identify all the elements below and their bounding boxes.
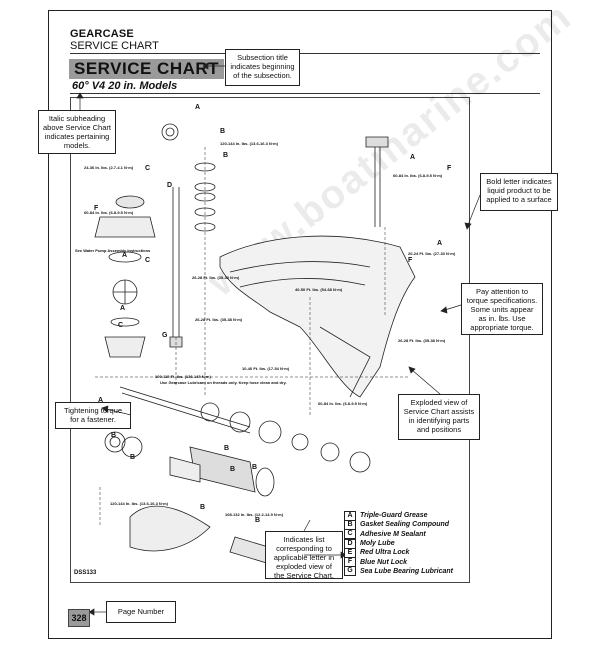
legend-label: Gasket Sealing Compound — [360, 521, 450, 529]
legend-label: Red Ultra Lock — [360, 549, 410, 557]
subheading-rule — [70, 93, 540, 94]
legend-label: Triple-Guard Grease — [360, 512, 428, 520]
svg-text:100-115 Ft. lbs. (136-145 N·m): 100-115 Ft. lbs. (136-145 N·m) — [155, 374, 211, 379]
svg-text:B: B — [111, 432, 116, 439]
callout-tightening-torque: Tightening torque for a fastener. — [55, 402, 131, 429]
svg-text:108-132 In. lbs. (12.2-14.9 N·: 108-132 In. lbs. (12.2-14.9 N·m) — [225, 512, 284, 517]
svg-text:A: A — [195, 104, 200, 111]
svg-text:26-28 Ft. lbs. (35-38 N·m): 26-28 Ft. lbs. (35-38 N·m) — [192, 275, 240, 280]
chapter-header: SERVICE CHART — [70, 40, 159, 52]
callout-bold-letter: Bold letter indicates liquid product to … — [480, 173, 558, 211]
svg-text:26-28 Ft. lbs. (35-38 N·m): 26-28 Ft. lbs. (35-38 N·m) — [195, 317, 243, 322]
svg-text:60-84 In. lbs. (6.8-9.5 N·m): 60-84 In. lbs. (6.8-9.5 N·m) — [393, 173, 443, 178]
page-number: 328 — [68, 609, 90, 627]
svg-text:F: F — [94, 205, 99, 212]
svg-text:F: F — [408, 257, 413, 264]
callout-subsection-title: Subsection title indicates beginning of … — [225, 49, 300, 86]
svg-text:G: G — [162, 332, 168, 339]
section-header: GEARCASE — [70, 28, 134, 40]
svg-text:40-50 Ft. lbs. (54-68 N·m): 40-50 Ft. lbs. (54-68 N·m) — [295, 287, 343, 292]
figure-id: DSS133 — [74, 570, 97, 576]
svg-text:B: B — [230, 466, 235, 473]
header-rule — [70, 53, 540, 54]
svg-text:A: A — [410, 154, 415, 161]
svg-text:B: B — [200, 504, 205, 511]
svg-text:120-144 In. lbs. (13.6-16.3 N·: 120-144 In. lbs. (13.6-16.3 N·m) — [220, 141, 279, 146]
svg-text:A: A — [437, 240, 442, 247]
service-chart-title: SERVICE CHART — [69, 59, 225, 79]
svg-text:A: A — [98, 397, 103, 404]
model-subheading: 60° V4 20 in. Models — [72, 80, 178, 92]
svg-text:Use Gearcase Lubricant on thre: Use Gearcase Lubricant on threads only. … — [160, 380, 287, 385]
svg-text:C: C — [118, 322, 123, 329]
exploded-view-diagram: A B B C F D C A A C G A F A F A E B B B … — [75, 104, 456, 568]
svg-text:B: B — [252, 464, 257, 471]
svg-text:D: D — [167, 182, 172, 189]
svg-text:C: C — [145, 165, 150, 172]
callout-page-number: Page Number — [106, 601, 176, 623]
svg-text:B: B — [130, 454, 135, 461]
svg-text:20-24 Ft. lbs. (27-33 N·m): 20-24 Ft. lbs. (27-33 N·m) — [408, 251, 456, 256]
legend-row: G Sea Lube Bearing Lubricant — [344, 566, 453, 577]
svg-text:C: C — [145, 257, 150, 264]
callout-torque-spec: Pay attention to torque specifications. … — [461, 283, 543, 335]
svg-text:60-84 In. lbs. (6.8-9.5 N·m): 60-84 In. lbs. (6.8-9.5 N·m) — [84, 210, 134, 215]
svg-text:B: B — [220, 128, 225, 135]
svg-text:120-144 In. lbs. (13.6-16.3 N·: 120-144 In. lbs. (13.6-16.3 N·m) — [110, 501, 169, 506]
svg-text:A: A — [122, 252, 127, 259]
svg-text:F: F — [447, 165, 452, 172]
svg-text:26-28 Ft. lbs. (35-38 N·m): 26-28 Ft. lbs. (35-38 N·m) — [398, 338, 446, 343]
callout-italic-subheading: Italic subheading above Service Chart in… — [38, 110, 116, 154]
svg-text:B: B — [223, 152, 228, 159]
svg-text:10-40 Ft. lbs. (17-54 N·m): 10-40 Ft. lbs. (17-54 N·m) — [242, 366, 290, 371]
svg-text:A: A — [120, 305, 125, 312]
svg-text:24-36 In. lbs. (2.7-4.1 N·m): 24-36 In. lbs. (2.7-4.1 N·m) — [84, 165, 134, 170]
callout-exploded-view: Exploded view of Service Chart assists i… — [398, 394, 480, 440]
svg-text:B: B — [255, 517, 260, 524]
exploded-view-frame — [70, 97, 470, 583]
legend-key: G — [344, 566, 356, 577]
svg-text:B: B — [224, 445, 229, 452]
legend-label: Sea Lube Bearing Lubricant — [360, 567, 453, 575]
svg-text:60-84 In. lbs. (6.8-9.5 N·m): 60-84 In. lbs. (6.8-9.5 N·m) — [318, 401, 368, 406]
legend-label: Adhesive M Sealant — [360, 530, 426, 538]
legend-label: Moly Lube — [360, 540, 395, 548]
svg-text:See Water Pump Assembly Instru: See Water Pump Assembly Instructions — [75, 248, 151, 253]
legend-label: Blue Nut Lock — [360, 558, 408, 566]
